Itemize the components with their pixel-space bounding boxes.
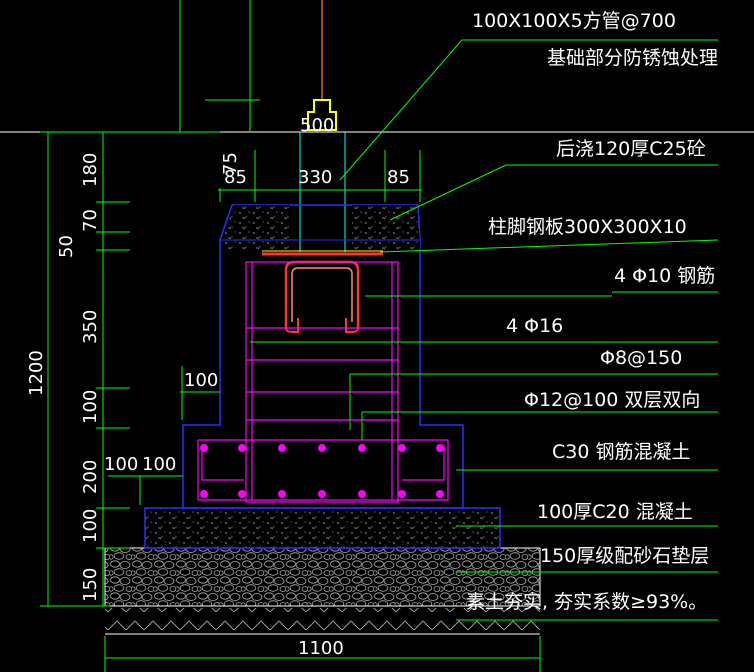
grout-cap-left — [222, 205, 290, 250]
label-lean: 100厚C20 混凝土 — [537, 501, 693, 523]
footing-hook-right — [402, 444, 445, 481]
dim-200: 200 — [80, 460, 101, 494]
dim-85-left: 85 — [224, 167, 247, 188]
label-concrete: C30 钢筋混凝土 — [552, 441, 690, 463]
anchor-hook-left — [285, 318, 299, 333]
dim-1200: 1200 — [26, 350, 47, 396]
dim-85-right: 85 — [387, 167, 410, 188]
dim-75: 75 — [220, 152, 241, 175]
label-pour: 后浇120厚C25砼 — [556, 138, 706, 160]
label-soil: 素土夯实, 夯实系数≥93%。 — [466, 591, 707, 613]
footing-mesh-bottom — [197, 440, 449, 501]
dim-70: 70 — [80, 209, 101, 232]
anchor-bar-outer — [284, 260, 360, 328]
dim-100-c: 100 — [184, 370, 218, 391]
dim-100-b: 100 — [80, 509, 101, 543]
compacted-soil — [105, 608, 540, 634]
anchor-hook-right — [345, 318, 359, 333]
foundation-outline — [182, 204, 464, 509]
column-section — [307, 99, 337, 131]
label-pipe: 100X100X5方管@700 — [472, 10, 676, 32]
dim-50: 50 — [56, 235, 77, 258]
dim-100-e: 100 — [142, 454, 176, 475]
label-plate: 柱脚钢板300X300X10 — [488, 216, 687, 238]
vertical-dimension-lines — [40, 0, 541, 672]
grout-cap-right — [352, 205, 420, 250]
dim-100-d: 100 — [104, 454, 138, 475]
lean-concrete-layer — [144, 507, 501, 549]
label-rust: 基础部分防锈蚀处理 — [547, 47, 718, 69]
gravel-bedding — [104, 547, 541, 607]
rebar-dots — [200, 444, 444, 498]
footing-hook-left — [201, 444, 244, 481]
label-bars4: 4 Φ10 钢筋 — [614, 265, 715, 287]
dim-350: 350 — [80, 310, 101, 344]
anchor-bar-inner — [291, 267, 353, 322]
dim-500: 500 — [300, 115, 334, 136]
dim-150: 150 — [80, 568, 101, 602]
dim-330: 330 — [298, 167, 332, 188]
label-gravel: 150厚级配砂石垫层 — [540, 545, 709, 567]
dim-180: 180 — [80, 153, 101, 187]
label-stirrup: Φ8@150 — [600, 347, 682, 369]
dim-1100: 1100 — [298, 638, 344, 659]
dim-100-a: 100 — [80, 390, 101, 424]
leader-lines — [250, 39, 719, 621]
label-mesh: Φ12@100 双层双向 — [524, 389, 700, 411]
pedestal-rebar-cage — [245, 261, 399, 503]
label-main: 4 Φ16 — [506, 315, 563, 337]
